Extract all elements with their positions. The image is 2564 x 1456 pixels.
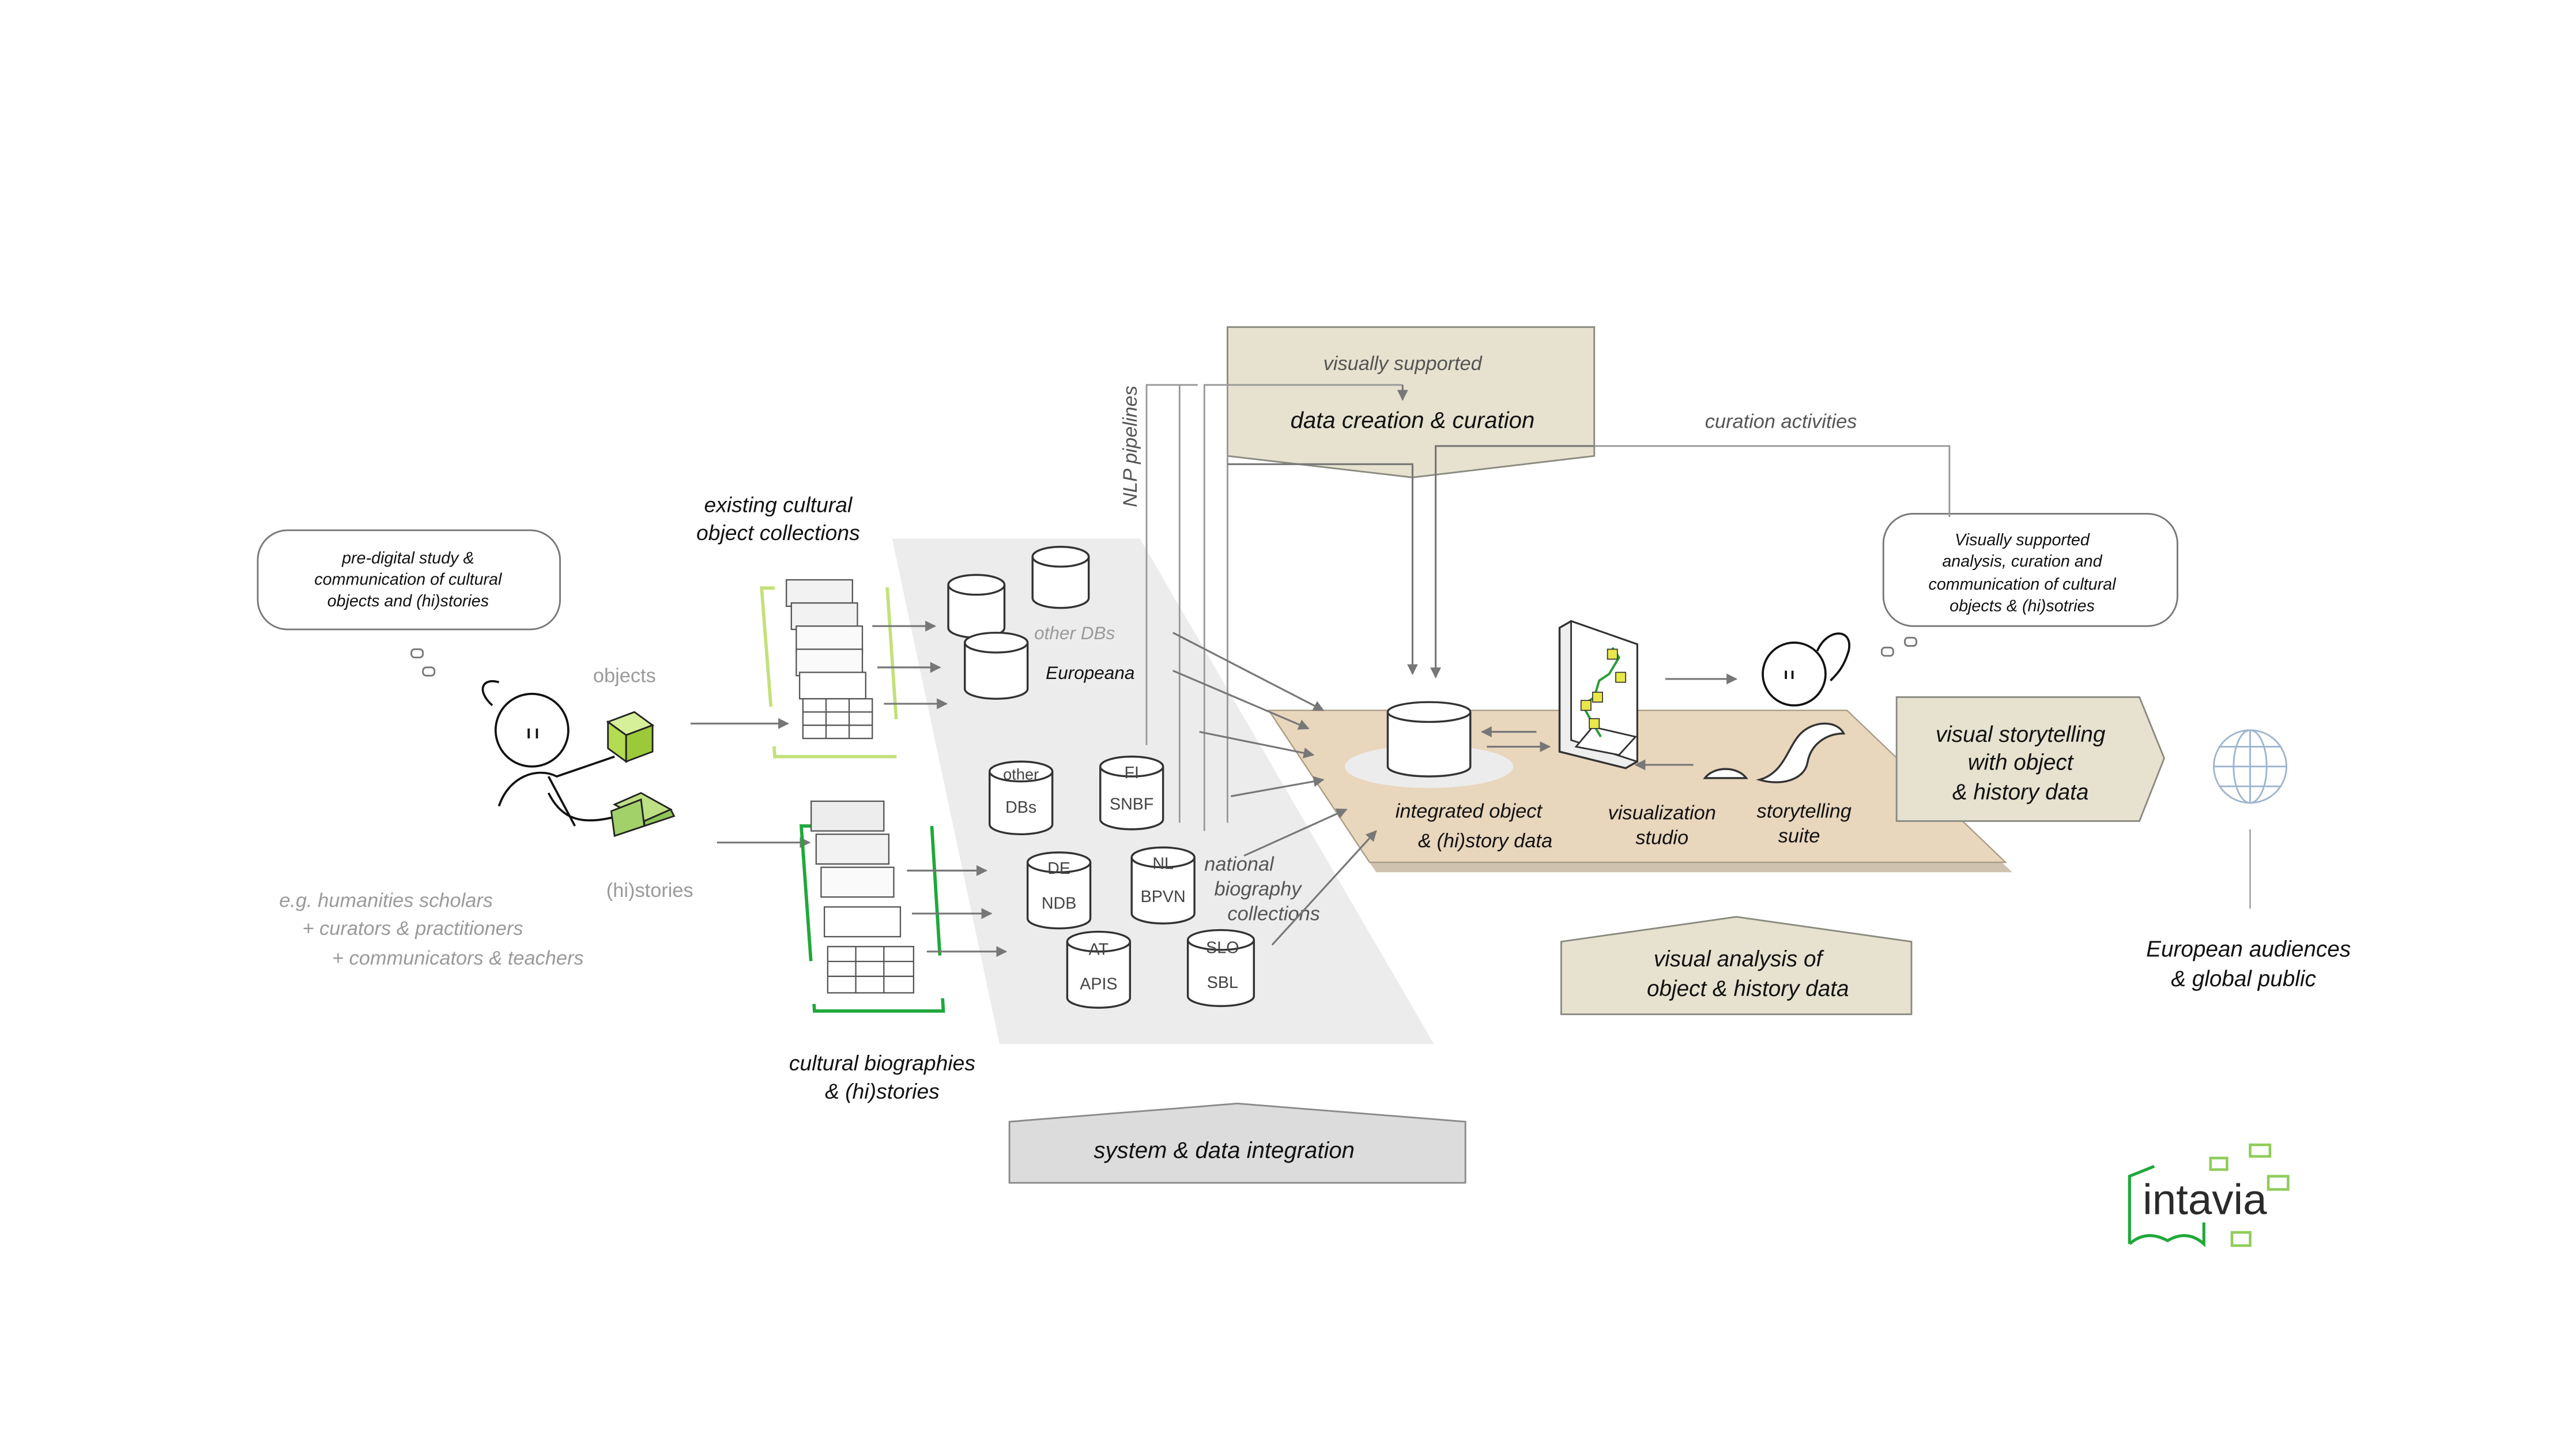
right-bubble-line-1: Visually supported bbox=[1955, 531, 2090, 549]
europeana-db bbox=[964, 631, 1029, 700]
nlp-pipeline-lines bbox=[1145, 384, 1403, 831]
svg-text:AT: AT bbox=[1089, 941, 1109, 959]
visual-analysis-line-2: object & history data bbox=[1647, 976, 1849, 1001]
visual-story-line-1: visual storytelling bbox=[1936, 722, 2106, 747]
biography-collection-stack bbox=[810, 800, 915, 994]
db-fi-snbf: FI SNBF bbox=[1099, 755, 1164, 831]
story-suite-line-2: suite bbox=[1778, 825, 1820, 847]
svg-text:NDB: NDB bbox=[1042, 894, 1077, 912]
visually-supported-label: visually supported bbox=[1324, 353, 1483, 375]
visual-story-line-3: & history data bbox=[1952, 780, 2089, 805]
left-bubble-line-3: objects and (hi)stories bbox=[327, 592, 489, 610]
svg-text:SNBF: SNBF bbox=[1110, 795, 1153, 813]
story-suite-line-1: storytelling bbox=[1757, 801, 1852, 823]
curation-activities-label: curation activities bbox=[1705, 410, 1857, 432]
left-bubble-line-2: communication of cultural bbox=[314, 571, 503, 589]
right-bubble-line-3: communication of cultural bbox=[1929, 575, 2117, 594]
svg-text:FI: FI bbox=[1124, 764, 1138, 782]
object-db-1 bbox=[947, 574, 1006, 639]
audiences-line-2: & global public bbox=[2171, 967, 2316, 991]
national-collections-line-3: collections bbox=[1227, 903, 1320, 925]
svg-text:DBs: DBs bbox=[1005, 798, 1036, 817]
system-integration-box: system & data integration bbox=[1008, 1103, 1466, 1184]
left-thought-bubble: pre-digital study & communication of cul… bbox=[257, 529, 561, 677]
object-collections-frame bbox=[760, 586, 901, 759]
book-icon bbox=[610, 792, 676, 838]
cultural-biographies-line-1: cultural biographies bbox=[789, 1051, 975, 1075]
db-slo-sbl: SLO SBL bbox=[1186, 929, 1255, 1008]
integrated-line-2: & (hi)story data bbox=[1418, 830, 1552, 852]
storytelling-suite-icon bbox=[1703, 722, 1846, 783]
right-bubble-line-4: objects & (hi)sotries bbox=[1950, 597, 2095, 615]
visualization-studio-icon bbox=[1558, 620, 1638, 770]
existing-collections-line-1: existing cultural bbox=[704, 492, 853, 516]
biography-collections-frame bbox=[799, 824, 945, 1013]
users-line-3: + communicators & teachers bbox=[332, 948, 584, 970]
data-creation-label: data creation & curation bbox=[1291, 407, 1535, 433]
svg-text:BPVN: BPVN bbox=[1141, 888, 1186, 906]
national-collections-line-2: biography bbox=[1215, 878, 1303, 900]
data-creation-box: visually supported data creation & curat… bbox=[1227, 326, 1596, 478]
visual-storytelling-box: visual storytelling with object & histor… bbox=[1895, 696, 2166, 822]
svg-text:NL: NL bbox=[1152, 855, 1174, 873]
objects-label: objects bbox=[593, 665, 656, 687]
svg-text:SLO: SLO bbox=[1206, 939, 1239, 957]
object-cube-icon bbox=[606, 711, 655, 764]
right-bubble-line-2: analysis, curation and bbox=[1942, 552, 2102, 571]
cultural-biographies-line-2: & (hi)stories bbox=[825, 1079, 940, 1103]
left-bubble-line-1: pre-digital study & bbox=[341, 549, 474, 567]
users-line-1: e.g. humanities scholars bbox=[279, 889, 493, 911]
object-collection-stack bbox=[786, 579, 873, 740]
existing-collections-line-2: object collections bbox=[696, 520, 860, 545]
svg-text:DE: DE bbox=[1047, 859, 1070, 878]
viz-studio-line-1: visualization bbox=[1608, 802, 1716, 824]
svg-text:SBL: SBL bbox=[1207, 974, 1238, 992]
right-thought-bubble: Visually supported analysis, curation an… bbox=[1880, 512, 2178, 657]
globe-icon bbox=[2213, 729, 2287, 804]
europeana-label: Europeana bbox=[1046, 662, 1134, 683]
audiences-line-1: European audiences bbox=[2146, 937, 2351, 961]
db-at-apis: AT APIS bbox=[1066, 930, 1132, 1009]
integration-arrows bbox=[1172, 632, 1377, 946]
scholar-figure bbox=[481, 680, 619, 827]
object-db-2 bbox=[1031, 545, 1090, 609]
audience-figure bbox=[1762, 632, 1850, 707]
logo-wordmark: intavia bbox=[2143, 1176, 2267, 1224]
integrated-db bbox=[1386, 701, 1472, 778]
nlp-pipelines-label: NLP pipelines bbox=[1119, 386, 1141, 507]
visual-analysis-box: visual analysis of object & history data bbox=[1560, 916, 1913, 1016]
svg-text:APIS: APIS bbox=[1080, 975, 1117, 994]
visual-story-line-2: with object bbox=[1968, 750, 2075, 775]
db-de-ndb: DE NDB bbox=[1026, 851, 1092, 930]
system-integration-label: system & data integration bbox=[1094, 1137, 1355, 1163]
national-collections-line-1: national bbox=[1204, 853, 1275, 875]
db-other: other DBs bbox=[989, 760, 1054, 836]
svg-text:other: other bbox=[1003, 765, 1039, 783]
visual-analysis-line-1: visual analysis of bbox=[1654, 947, 1825, 972]
histories-label: (hi)stories bbox=[606, 880, 693, 901]
other-dbs-label: other DBs bbox=[1034, 623, 1115, 643]
integrated-line-1: integrated object bbox=[1396, 801, 1543, 823]
db-nl-bpvn: NL BPVN bbox=[1130, 846, 1196, 925]
viz-studio-line-2: studio bbox=[1635, 827, 1688, 849]
users-line-2: + curators & practitioners bbox=[302, 918, 523, 940]
intavia-logo: intavia bbox=[2128, 1143, 2290, 1247]
